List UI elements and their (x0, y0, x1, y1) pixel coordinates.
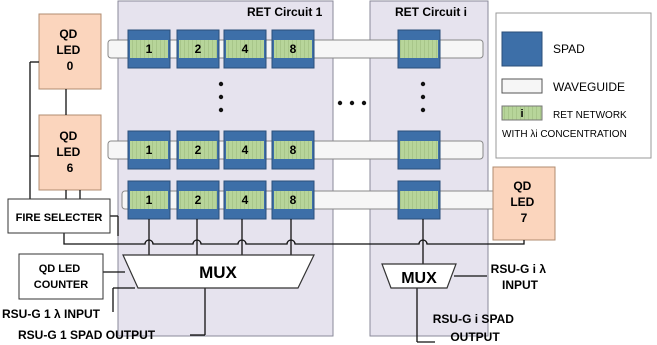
qd-led-6-line: QD (59, 129, 77, 143)
qd-led-6-line: LED (56, 145, 80, 159)
legend-ret-concentration: WITH λi CONCENTRATION (502, 129, 627, 140)
legend-ret-swatch (501, 105, 543, 121)
qd-led-0-label: QD LED 0 (56, 27, 83, 73)
ret-network-cell (130, 191, 168, 209)
ret-network-cell (179, 40, 217, 58)
rsu-g-i-output-line: RSU-G i SPAD (433, 312, 514, 326)
legend-waveguide-label: WAVEGUIDE (553, 80, 625, 94)
qd-led-7-line: 7 (521, 211, 528, 225)
vertical-ellipsis-circuit-1 (218, 81, 224, 113)
qd-led-7-line: LED (510, 195, 534, 209)
mux-1-label: MUX (199, 263, 237, 282)
ret-bit-label: 2 (195, 143, 202, 157)
mux-1 (122, 254, 315, 289)
ret-bit-label: 1 (146, 193, 153, 207)
horizontal-ellipsis (337, 100, 367, 106)
spad-row-0: 1 2 4 8 (127, 29, 315, 69)
legend-spad-label: SPAD (553, 42, 585, 56)
legend-ret-label: RET NETWORK (553, 110, 627, 121)
ret-network-cell (400, 141, 438, 159)
rsu-g-1-output-label: RSU-G 1 SPAD OUTPUT (18, 328, 156, 342)
rsu-g-i-output-line: OUTPUT (450, 330, 500, 344)
rsu-g-i-input-line: RSU-G i λ (491, 262, 547, 276)
ret-network-cell (400, 191, 438, 209)
legend-spad-swatch (501, 31, 543, 67)
legend-waveguide-swatch (501, 78, 543, 94)
rsu-g-i-input-label: RSU-G i λ INPUT (491, 262, 550, 292)
mux-i-label: MUX (401, 270, 437, 287)
rsu-g-1-input-label: RSU-G 1 λ INPUT (2, 307, 101, 321)
fire-selecter-label: FIRE SELECTER (16, 212, 103, 224)
ret-bit-label: 4 (242, 193, 249, 207)
ret-bit-label: 1 (146, 143, 153, 157)
qd-led-counter-line: QD LED (39, 263, 81, 275)
legend-ret-symbol: i (520, 108, 523, 120)
qd-led-counter-line: COUNTER (34, 279, 88, 291)
ret-network-cell (274, 141, 312, 159)
qd-led-0-line: QD (59, 27, 77, 41)
ret-bit-label: 8 (290, 143, 297, 157)
spad-row-7: 1 2 4 8 (127, 180, 315, 220)
ret-network-cell (274, 191, 312, 209)
qd-led-counter-block (18, 253, 104, 300)
qd-led-counter-label: QD LED COUNTER (34, 263, 88, 291)
ret-network-cell (226, 191, 264, 209)
ret-network-cell (130, 40, 168, 58)
ret-bit-label: 2 (195, 42, 202, 56)
mux-i (381, 263, 457, 289)
ret-network-cell (179, 191, 217, 209)
spad-column-circuit-i (397, 29, 441, 220)
qd-led-6-label: QD LED 6 (56, 129, 83, 175)
ret-circuit-i-title: RET Circuit i (395, 5, 467, 19)
ret-bit-label: 8 (290, 193, 297, 207)
qd-led-6-line: 6 (67, 161, 74, 175)
qd-led-7-label: QD LED 7 (510, 179, 537, 225)
qd-led-0 (38, 13, 102, 90)
ret-network-cell (226, 40, 264, 58)
ret-network-cell (130, 141, 168, 159)
ret-bit-label: 4 (242, 42, 249, 56)
ret-network-cell (274, 40, 312, 58)
ret-bit-label: 4 (242, 143, 249, 157)
spad-row-6: 1 2 4 8 (127, 130, 315, 170)
legend: SPAD WAVEGUIDE i RET NETWORK WITH λi CON… (495, 12, 652, 159)
rsu-g-i-input-line: INPUT (502, 278, 539, 292)
ret-circuit-1-title: RET Circuit 1 (247, 5, 323, 19)
qd-led-0-line: 0 (67, 59, 74, 73)
ret-bit-label: 8 (290, 42, 297, 56)
vertical-ellipsis-circuit-i (420, 81, 426, 113)
ret-network-cell (226, 141, 264, 159)
qd-led-7-line: QD (513, 179, 531, 193)
qd-led-6 (38, 114, 102, 191)
wiring (29, 61, 525, 343)
qd-led-0-line: LED (56, 43, 80, 57)
ret-network-cell (400, 40, 438, 58)
ret-network-cell (179, 141, 217, 159)
ret-bit-label: 1 (146, 42, 153, 56)
fire-selecter-block (7, 198, 111, 234)
rsu-g-i-output-label: RSU-G i SPAD OUTPUT (433, 312, 517, 344)
ret-bit-label: 2 (195, 193, 202, 207)
